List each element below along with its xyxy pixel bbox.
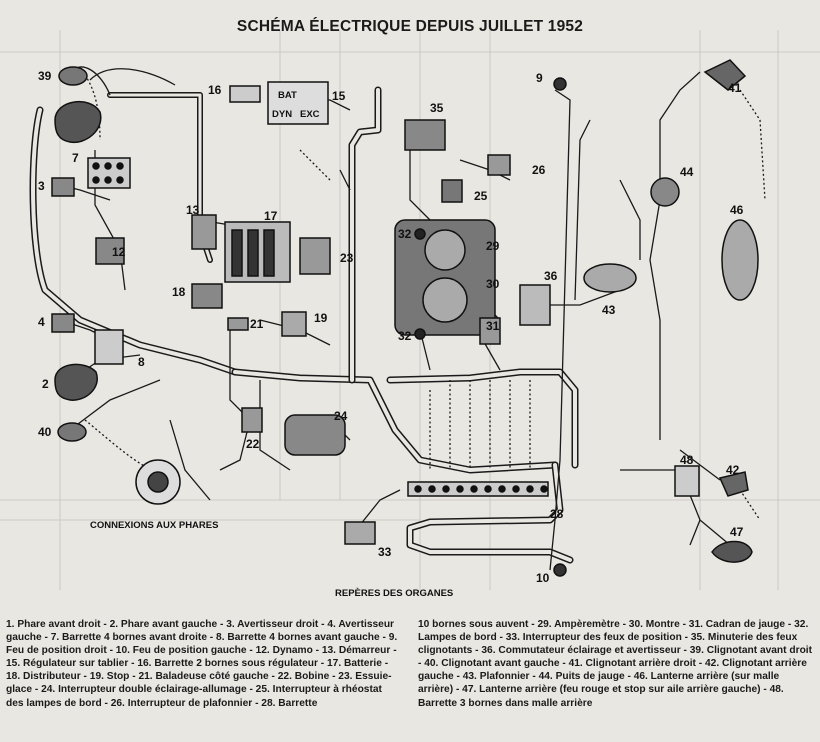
label-23: 23 xyxy=(340,251,354,265)
label-7: 7 xyxy=(72,151,79,165)
horn-right xyxy=(51,177,75,197)
label-24: 24 xyxy=(334,409,348,423)
headlight-front-right xyxy=(54,101,102,144)
mark-dyn: DYN xyxy=(272,109,292,120)
dash-lamp-2 xyxy=(414,328,426,340)
label-22: 22 xyxy=(246,437,260,451)
legend-right: 10 bornes sous auvent - 29. Ampèremètre … xyxy=(418,619,813,709)
position-light-right xyxy=(553,77,567,91)
label-44: 44 xyxy=(680,165,694,179)
light-horn-switch xyxy=(519,284,551,326)
label-13: 13 xyxy=(186,203,200,217)
ignition-coil xyxy=(241,407,263,433)
label-43: 43 xyxy=(602,303,616,317)
turn-signal-rear-right xyxy=(703,59,747,91)
label-32-lower: 32 xyxy=(398,329,412,343)
horn-left xyxy=(51,313,75,333)
regulator-marks: BAT EXC DYN xyxy=(272,90,320,120)
label-18: 18 xyxy=(172,285,186,299)
terminal-block-8 xyxy=(94,329,124,365)
wiring-diagram: BAT EXC DYN 39 16 15 9 41 35 26 7 3 44 2… xyxy=(29,59,766,599)
label-48: 48 xyxy=(680,453,694,467)
terminal-block-16 xyxy=(229,85,261,103)
flasher-unit xyxy=(404,119,446,151)
label-28: 28 xyxy=(550,507,564,521)
mark-exc: EXC xyxy=(300,109,320,120)
regulator xyxy=(267,81,329,125)
dash-lamp-1 xyxy=(414,228,426,240)
fuel-gauge-sender xyxy=(650,177,680,207)
label-42: 42 xyxy=(726,463,740,477)
headlight-front-left xyxy=(54,363,98,401)
components xyxy=(51,59,759,577)
label-26: 26 xyxy=(532,163,546,177)
label-47: 47 xyxy=(730,525,744,539)
caption-reperes: REPÈRES DES ORGANES xyxy=(335,588,453,599)
label-31: 31 xyxy=(486,319,500,333)
ceiling-light-switch xyxy=(487,154,511,176)
label-9: 9 xyxy=(536,71,543,85)
label-33: 33 xyxy=(378,545,392,559)
component-labels: 39 16 15 9 41 35 26 7 3 44 25 13 17 46 3… xyxy=(38,69,744,585)
dynamo xyxy=(95,237,125,265)
ignition-light-switch xyxy=(284,414,346,456)
label-21: 21 xyxy=(250,317,264,331)
inspection-lamp-socket xyxy=(227,317,249,331)
mark-bat: BAT xyxy=(278,90,297,101)
position-lights-switch xyxy=(344,521,376,545)
label-12: 12 xyxy=(112,245,126,259)
clock xyxy=(422,277,468,323)
legend-left: 1. Phare avant droit - 2. Phare avant ga… xyxy=(6,619,398,709)
wire-harness xyxy=(29,86,579,564)
terminal-block-48 xyxy=(674,465,700,497)
distributor xyxy=(191,283,223,309)
terminal-block-28 xyxy=(407,481,549,497)
label-19: 19 xyxy=(314,311,328,325)
label-4: 4 xyxy=(38,315,45,329)
label-17: 17 xyxy=(264,209,278,223)
label-36: 36 xyxy=(544,269,558,283)
ceiling-light xyxy=(583,263,637,293)
ammeter xyxy=(424,229,466,271)
label-25: 25 xyxy=(474,189,488,203)
label-30: 30 xyxy=(486,277,500,291)
rear-lamp-wing xyxy=(711,540,753,563)
turn-signal-front-left xyxy=(57,422,87,442)
position-light-left xyxy=(553,563,567,577)
label-2: 2 xyxy=(42,377,49,391)
label-40: 40 xyxy=(38,425,52,439)
wiper-motor xyxy=(299,237,331,275)
label-10: 10 xyxy=(536,571,550,585)
page-title: SCHÉMA ÉLECTRIQUE DEPUIS JUILLET 1952 xyxy=(236,18,584,35)
label-41: 41 xyxy=(728,81,742,95)
label-15: 15 xyxy=(332,89,346,103)
stop-switch xyxy=(281,311,307,337)
turn-signal-rear-left xyxy=(718,471,749,497)
rear-lamp-trunk xyxy=(721,219,759,301)
label-16: 16 xyxy=(208,83,222,97)
dash-rheostat xyxy=(441,179,463,203)
dotted-wires xyxy=(84,74,766,521)
label-35: 35 xyxy=(430,101,444,115)
turn-signal-front-right xyxy=(58,66,88,86)
label-3: 3 xyxy=(38,179,45,193)
fuel-gauge-dial xyxy=(479,317,501,345)
caption-connexions: CONNEXIONS AUX PHARES xyxy=(90,520,218,531)
label-39: 39 xyxy=(38,69,52,83)
label-8: 8 xyxy=(138,355,145,369)
label-32-upper: 32 xyxy=(398,227,412,241)
starter xyxy=(191,214,217,250)
label-29: 29 xyxy=(486,239,500,253)
label-46: 46 xyxy=(730,203,744,217)
